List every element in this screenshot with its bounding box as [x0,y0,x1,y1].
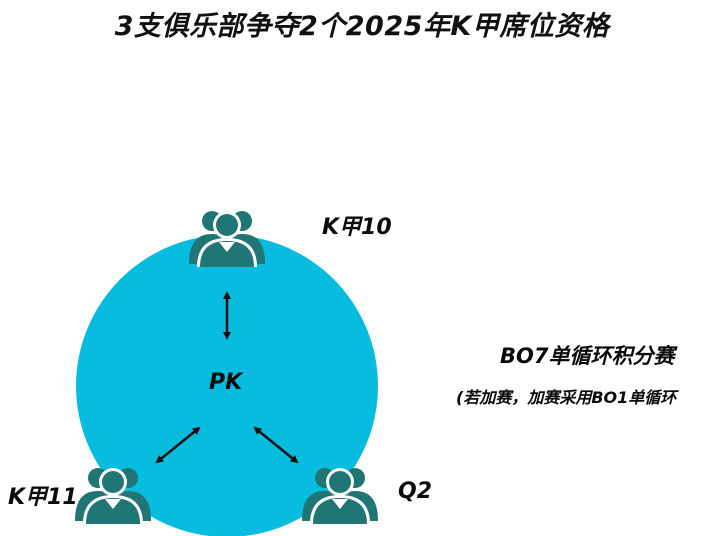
group-circle [76,235,378,536]
team-label-q2: Q2 [398,479,433,504]
double-arrow-icon [155,426,201,464]
match-format-label: BO7单循环积分赛 [500,344,675,368]
double-arrow-icon [253,426,299,464]
page-title: 3支俱乐部争夺2个2025年K甲席位资格 [114,11,610,42]
group-people-icon [189,211,265,267]
team-label-k11: K甲11 [8,485,78,510]
team-label-k10: K甲10 [322,215,392,240]
tiebreak-note: (若加赛，加赛采用BO1单循环 [456,388,677,407]
center-label-pk: PK [209,370,243,395]
